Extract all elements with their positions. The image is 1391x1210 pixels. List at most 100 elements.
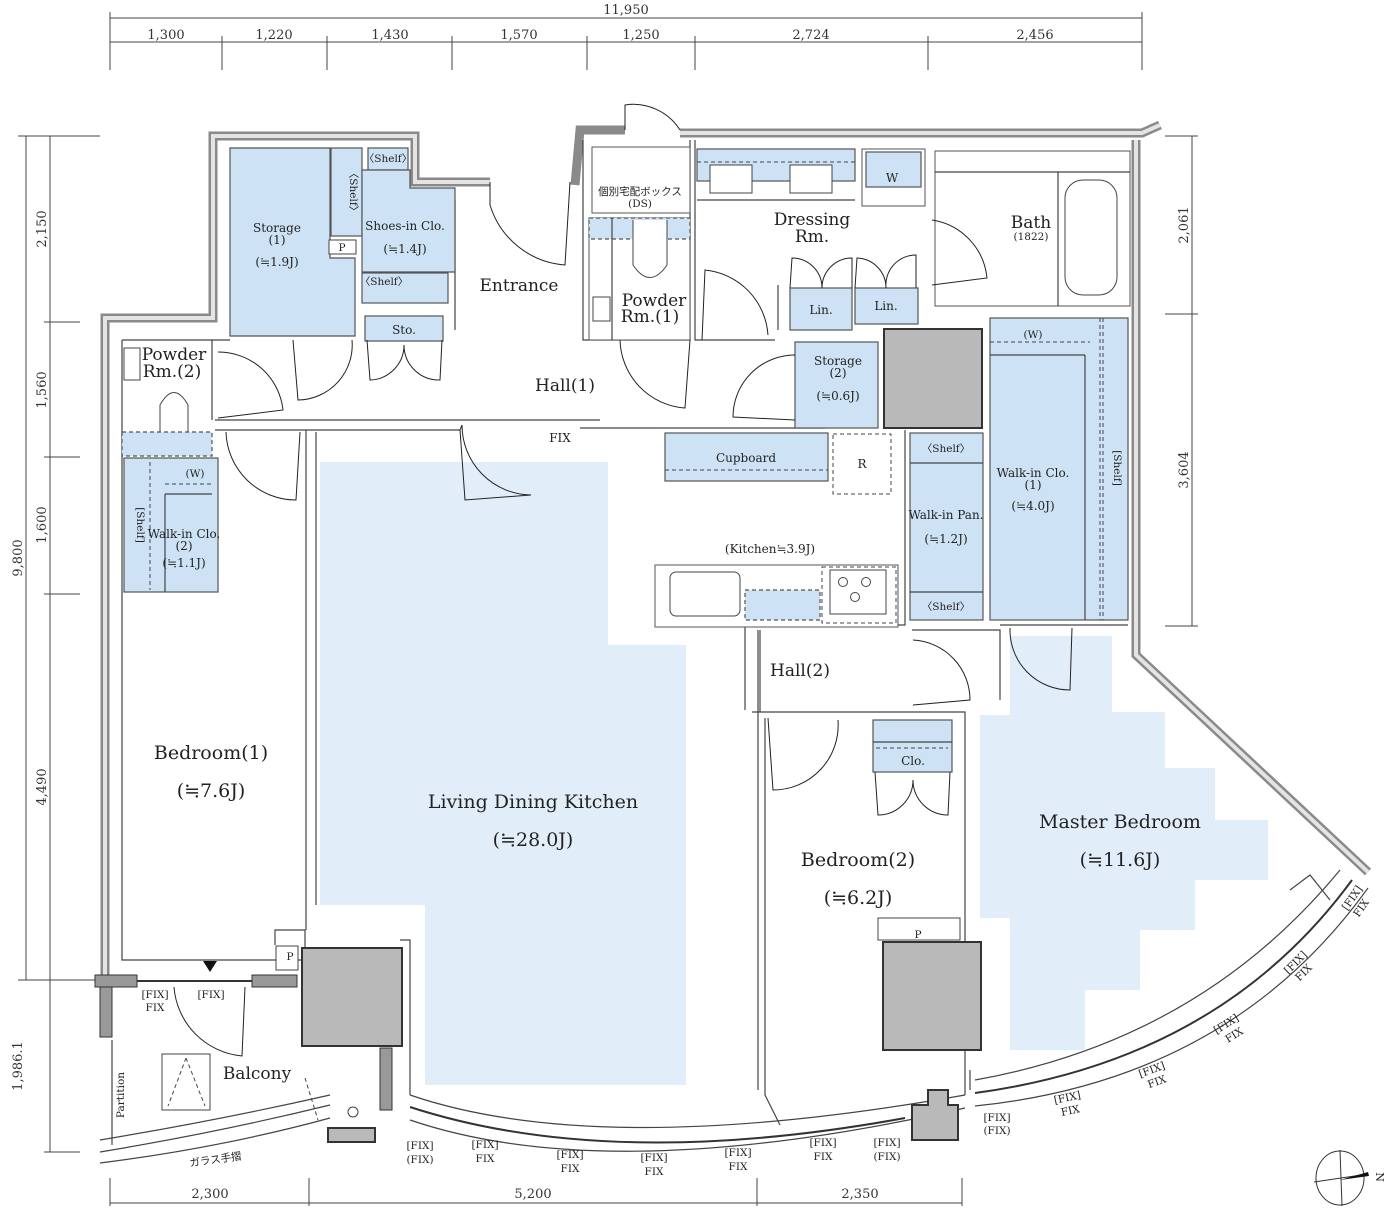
p-box (328, 239, 357, 255)
p-box-bedroom2 (877, 917, 961, 941)
bedroom1-name: Bedroom(1) (154, 742, 268, 764)
wic1-area: (≒4.0J) (1011, 499, 1054, 513)
fix-label: [FIX] (471, 1139, 498, 1151)
storage2-name: Storage (814, 354, 862, 368)
fix-label: [FIX] (724, 1147, 751, 1159)
dressing-line2: Rm. (795, 227, 829, 247)
storage1-name: Storage (253, 221, 301, 235)
fix-label: [FIX] (1053, 1089, 1082, 1106)
master-area: (≒11.6J) (1080, 849, 1161, 871)
wic2-area: (≒1.1J) (162, 556, 205, 570)
powder-room-1: Powder Rm.(1) (588, 217, 691, 341)
fix-label: FIX (561, 1163, 580, 1175)
p-label: P (338, 242, 345, 254)
linen2-label: Lin. (874, 299, 897, 313)
dim-left-1: 2,150 (35, 210, 50, 247)
dim-right-1: 2,061 (1177, 206, 1192, 243)
kitchen-counter: (Kitchen≒3.9J) (654, 542, 899, 628)
partition-label: Partition (115, 1072, 127, 1118)
shelf-label-top: 〈Shelf〉 (364, 153, 412, 165)
refrigerator-label: R (857, 457, 867, 471)
cupboard-label: Cupboard (716, 451, 776, 465)
column-bedroom2 (882, 941, 982, 1051)
powder-room-2: Powder Rm.(2) (121, 345, 213, 457)
balcony-label: Balcony (223, 1064, 292, 1084)
wic1-shelf: [Shelf] (1111, 450, 1123, 486)
bedroom2-name: Bedroom(2) (801, 849, 915, 871)
shelf-vertical (330, 147, 363, 237)
dim-bottom-2: 5,200 (514, 1187, 551, 1202)
dim-top-7: 2,456 (1016, 28, 1053, 43)
pantry-name: Walk-in Pan. (908, 508, 983, 522)
balcony-column (327, 1127, 376, 1143)
powder1-line1: Powder (622, 291, 687, 311)
bath-name: Bath (1011, 213, 1051, 233)
fix-label: (FIX) (406, 1154, 433, 1166)
dim-left-2: 1,560 (35, 371, 50, 408)
entry-marker-icon (203, 961, 217, 972)
dim-top-1: 1,300 (147, 28, 184, 43)
fix-label: [FIX] (809, 1137, 836, 1149)
fix-label: FIX (1060, 1103, 1082, 1119)
fix-label: [FIX] (983, 1112, 1010, 1124)
dimension-left: 9,800 2,150 1,560 1,600 4,490 1,986.1 (11, 135, 100, 1153)
p-label-bedroom2: P (914, 929, 921, 941)
storage1-num: (1) (269, 233, 286, 247)
walk-in-pantry: 〈Shelf〉 〈Shelf〉 Walk-in Pan. (≒1.2J) (908, 432, 984, 621)
fix-label: [FIX] (556, 1149, 583, 1161)
fix-label: FIX (729, 1161, 748, 1173)
dim-left-5: 1,986.1 (11, 1041, 26, 1091)
north-label: N (1373, 1172, 1386, 1182)
dim-bottom-1: 2,300 (191, 1187, 228, 1202)
shoes-name: Shoes-in Clo. (365, 219, 445, 233)
ldk-area: (≒28.0J) (493, 829, 574, 851)
dim-right-2: 3,604 (1177, 451, 1192, 488)
entrance-label: Entrance (480, 276, 559, 296)
dimension-top: 11,950 1,300 1,220 1,430 1,570 1,250 2,7… (109, 3, 1143, 70)
kitchen-label: (Kitchen≒3.9J) (725, 542, 815, 556)
pipe-shaft (883, 328, 983, 429)
washer-space: W (861, 148, 926, 207)
sto-cabinet (364, 315, 444, 342)
wic1-w: (W) (1024, 329, 1043, 341)
cupboard: Cupboard (664, 432, 829, 482)
master-name: Master Bedroom (1039, 811, 1201, 833)
storage1-area: (≒1.9J) (255, 255, 298, 269)
fix-label: [FIX] (640, 1152, 667, 1164)
dimension-bottom: 2,300 5,200 2,350 (109, 1178, 963, 1206)
fix-label: FIX (645, 1166, 664, 1178)
bedroom2-area: (≒6.2J) (824, 887, 893, 909)
fix-label: FIX (476, 1153, 495, 1165)
fix-label: FIX (146, 1002, 165, 1014)
refrigerator-space: R (832, 433, 892, 495)
delivery-box: 個別宅配ボックス (DS) (591, 146, 691, 214)
shelf-bottom (361, 272, 449, 304)
fix-label: [FIX] (873, 1137, 900, 1149)
outer-walls (94, 120, 1372, 1038)
linen-1 (789, 287, 853, 331)
dim-top-4: 1,570 (500, 28, 537, 43)
powder1-line2: Rm.(1) (621, 307, 679, 327)
storage-1: Storage (1) (≒1.9J) (229, 147, 356, 337)
dim-left-total: 9,800 (11, 539, 26, 576)
shelf-label-vertical: 〈Shelf〉 (347, 168, 359, 216)
pantry-shelf-bottom: 〈Shelf〉 (922, 601, 970, 613)
wic2-name: Walk-in Clo. (148, 527, 221, 541)
pantry-area: (≒1.2J) (924, 532, 967, 546)
ldk-name: Living Dining Kitchen (428, 791, 638, 813)
curved-facade (99, 869, 1369, 1164)
fix-label-hall: FIX (549, 431, 571, 445)
ds-line1: 個別宅配ボックス (598, 185, 682, 198)
closet-bedroom2: Clo. (872, 719, 953, 773)
storage2-num: (2) (830, 366, 847, 380)
wic2-w: (W) (186, 468, 205, 480)
dim-top-6: 2,724 (792, 28, 829, 43)
master-bedroom-floor-area (980, 636, 1268, 1050)
dressing-line1: Dressing (774, 210, 851, 230)
clo-label: Clo. (901, 754, 925, 768)
walk-in-closet-1: (W) [Shelf] Walk-in Clo. (1) (≒4.0J) (989, 317, 1129, 621)
bedroom1-area: (≒7.6J) (177, 780, 246, 802)
fix-label: [FIX] (406, 1140, 433, 1152)
washer-label: W (886, 171, 899, 185)
walk-in-closet-2: (W) [Shelf] Walk-in Clo. (2) (≒1.1J) (123, 457, 221, 593)
